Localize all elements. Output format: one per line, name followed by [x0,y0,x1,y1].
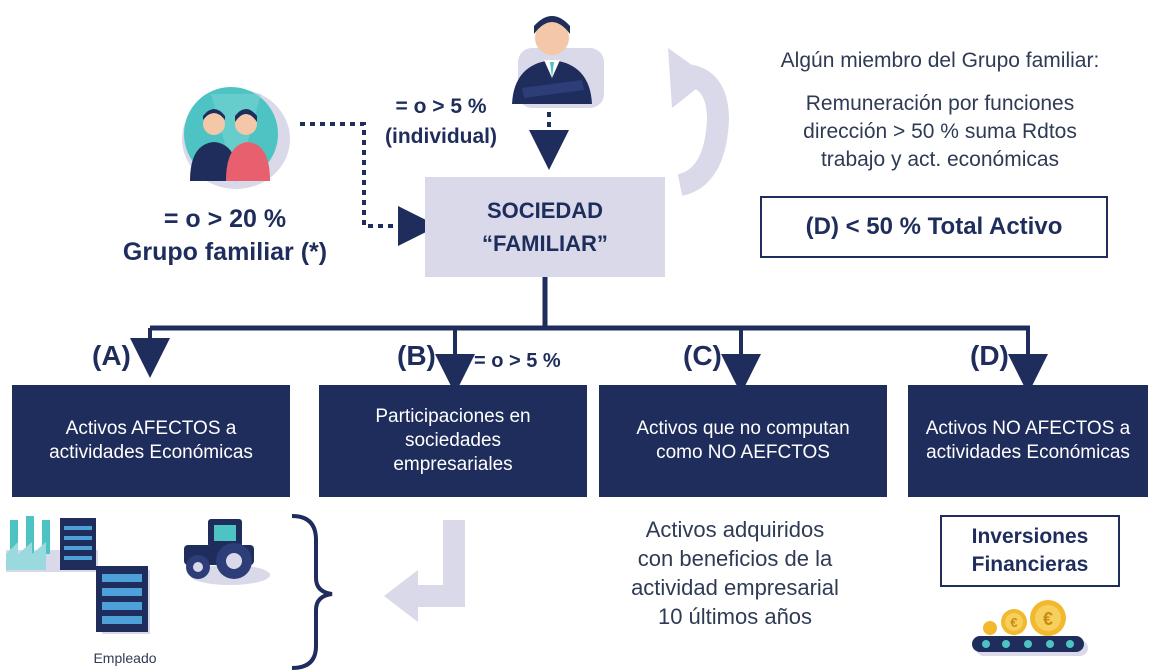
return-arrow-icon [384,520,465,622]
inversiones-financieras-box: Inversiones Financieras [940,515,1120,587]
branch-b-line2: sociedades [404,430,502,451]
branch-d-box: Activos NO AFECTOS a actividades Económi… [908,385,1148,497]
family-threshold-label: Grupo familiar (*) [122,238,328,266]
employee-label: Empleado [93,650,157,666]
branch-b-threshold: = o > 5 % [474,350,561,372]
curved-arrow-icon [668,48,730,196]
branch-c-line2: como NO AEFCTOS [656,442,830,463]
branch-d-line2: actividades Económicas [926,442,1130,463]
branch-d-letter: (D) [970,340,1009,371]
family-dotted-connector [300,122,438,246]
branch-a-line2: actividades Económicas [49,442,253,463]
right-note: Algún miembro del Grupo familiar: [730,46,1150,76]
branch-a-letter: (A) [92,340,131,371]
factory-icon [6,516,98,572]
individual-threshold: = o > 5 % (individual) [366,92,516,152]
center-box-line1: SOCIEDAD [486,198,604,223]
d-note-line2: Financieras [971,553,1089,576]
center-box-line2: “FAMILIAR” [482,231,608,256]
branch-a-line1: Activos AFECTOS a [65,418,237,439]
branch-c-letter: (C) [683,340,722,371]
branch-b-letter: (B) [397,340,436,371]
c-note: Activos adquiridos con beneficios de la … [600,515,870,631]
family-icon [182,87,290,189]
d-note-line1: Inversiones [971,525,1089,548]
sociedad-familiar-box: SOCIEDAD “FAMILIAR” [425,177,665,277]
branch-d-line1: Activos NO AFECTOS a [925,418,1131,439]
d-limit-box: (D) < 50 % Total Activo [760,196,1108,258]
right-note-line3: trabajo y act. económicas [820,148,1060,171]
brace-icon [291,514,333,670]
individual-threshold-label: (individual) [385,125,497,148]
c-note-line1: Activos adquiridos [645,517,825,542]
coins-conveyor-icon: € € [972,600,1088,656]
businessman-icon [512,16,604,108]
individual-threshold-value: = o > 5 % [395,95,487,118]
c-note-line3: actividad empresarial [631,575,839,600]
branch-b-line1: Participaciones en [375,406,531,427]
branch-b-line3: empresariales [393,454,513,475]
right-note-line1: Remuneración por funciones [805,92,1075,115]
branch-c-box: Activos que no computan como NO AEFCTOS [599,385,887,497]
c-note-line2: con beneficios de la [637,546,833,571]
tractor-icon [184,519,270,585]
branch-c-line1: Activos que no computan [636,418,850,439]
branch-b-box: Participaciones en sociedades empresaria… [319,385,587,497]
c-note-line4: 10 últimos años [657,604,813,629]
svg-text:€: € [1010,615,1017,630]
family-threshold: = o > 20 % Grupo familiar (*) [100,203,350,269]
right-note-body: Remuneración por funciones dirección > 5… [740,90,1140,174]
right-note-line2: dirección > 50 % suma Rdtos [803,120,1077,143]
right-note-title: Algún miembro del Grupo familiar: [780,49,1100,72]
office-building-icon [96,566,150,634]
branch-a-box: Activos AFECTOS a actividades Económicas [12,385,290,497]
family-threshold-value: = o > 20 % [163,205,287,233]
svg-text:€: € [1043,609,1053,629]
